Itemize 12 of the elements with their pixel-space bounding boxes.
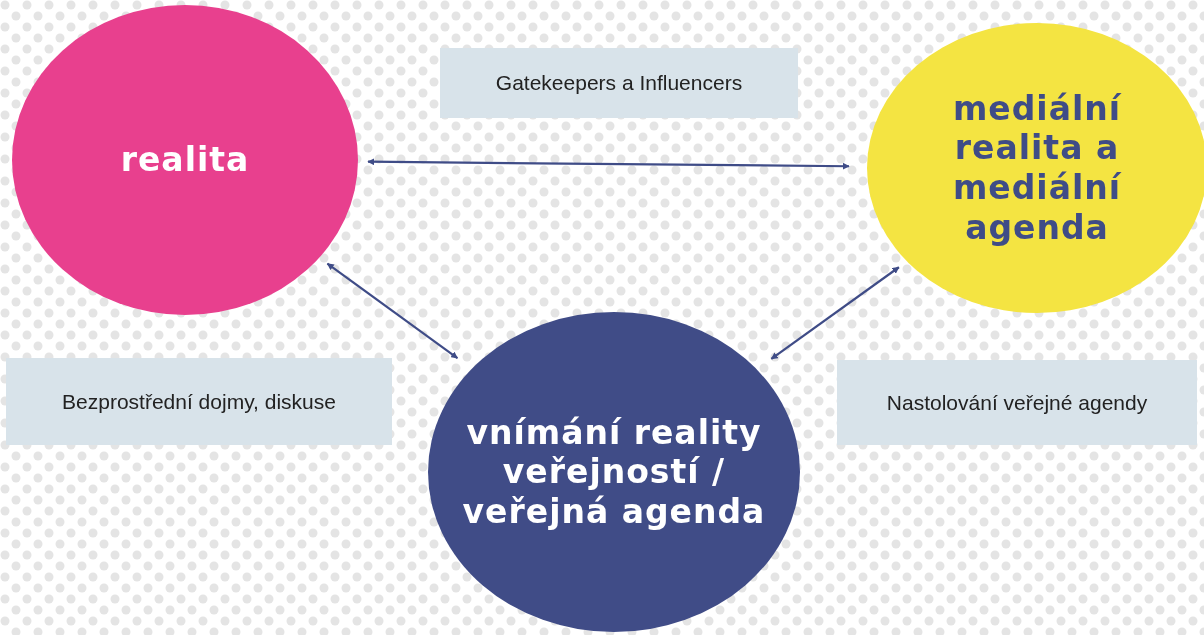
double-arrow [770,266,900,360]
label-box [440,48,798,118]
circle-label: vnímání reality veřejností / veřejná agenda [461,412,767,532]
label-text: Gatekeepers a Influencers [495,71,743,95]
circle-label: realita [120,140,250,180]
label-box [837,360,1197,445]
label-text: Nastolování veřejné agendy [886,390,1148,415]
double-arrow [367,158,850,170]
label-text: Bezprostřední dojmy, diskuse [62,389,336,414]
circle-label: mediální realita a mediální agenda [951,88,1123,248]
double-arrow [326,262,459,359]
label-box [6,358,392,445]
